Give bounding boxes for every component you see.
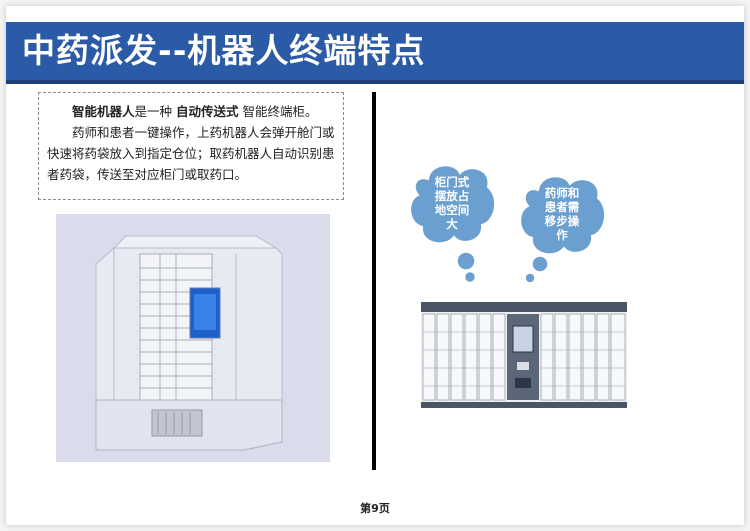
description-box: 智能机器人是一种 自动传送式 智能终端柜。 药师和患者一键操作，上药机器人会弹开… — [38, 92, 344, 200]
bubble-line: 地空间 — [434, 203, 470, 217]
thought-bubble-2: 药师和 患者需 移步操 作 — [518, 172, 608, 288]
locker-wall-image — [421, 302, 627, 408]
text-fragment: 智能终端柜。 — [238, 104, 318, 119]
bubble-line: 柜门式 — [434, 175, 470, 189]
bubble-line: 摆放占 — [434, 189, 470, 203]
bubble-line: 移步操 — [544, 214, 580, 228]
thought-bubble-shape — [409, 164, 497, 284]
bubble-text-1: 柜门式 摆放占 地空间 大 — [422, 175, 482, 231]
description-paragraph-2: 药师和患者一键操作，上药机器人会弹开舱门或快速将药袋放入到指定仓位；取药机器人自… — [47, 125, 335, 182]
bubble-line: 药师和 — [544, 186, 580, 200]
bubble-line: 大 — [446, 217, 458, 231]
description-line-1: 智能机器人是一种 自动传送式 智能终端柜。 — [47, 101, 335, 122]
text-fragment: 是一种 — [134, 104, 176, 119]
vertical-divider — [372, 92, 376, 470]
bubble-line: 患者需 — [544, 200, 580, 214]
slide: 中药派发--机器人终端特点 智能机器人是一种 自动传送式 智能终端柜。 药师和患… — [6, 6, 744, 525]
thought-bubble-1: 柜门式 摆放占 地空间 大 — [408, 161, 498, 291]
bold-term-auto: 自动传送式 — [176, 104, 239, 119]
bubble-text-2: 药师和 患者需 移步操 作 — [532, 186, 592, 242]
robot-cabinet-image — [56, 214, 330, 462]
bold-term-robot: 智能机器人 — [72, 104, 135, 119]
locker-wall-drawing — [421, 302, 627, 408]
page-number: 第9页 — [360, 502, 390, 515]
robot-cabinet-drawing — [56, 214, 330, 462]
slide-title: 中药派发--机器人终端特点 — [22, 31, 426, 70]
title-bar: 中药派发--机器人终端特点 — [6, 22, 744, 84]
thought-bubble-shape — [519, 175, 607, 284]
bubble-line: 作 — [556, 228, 568, 242]
